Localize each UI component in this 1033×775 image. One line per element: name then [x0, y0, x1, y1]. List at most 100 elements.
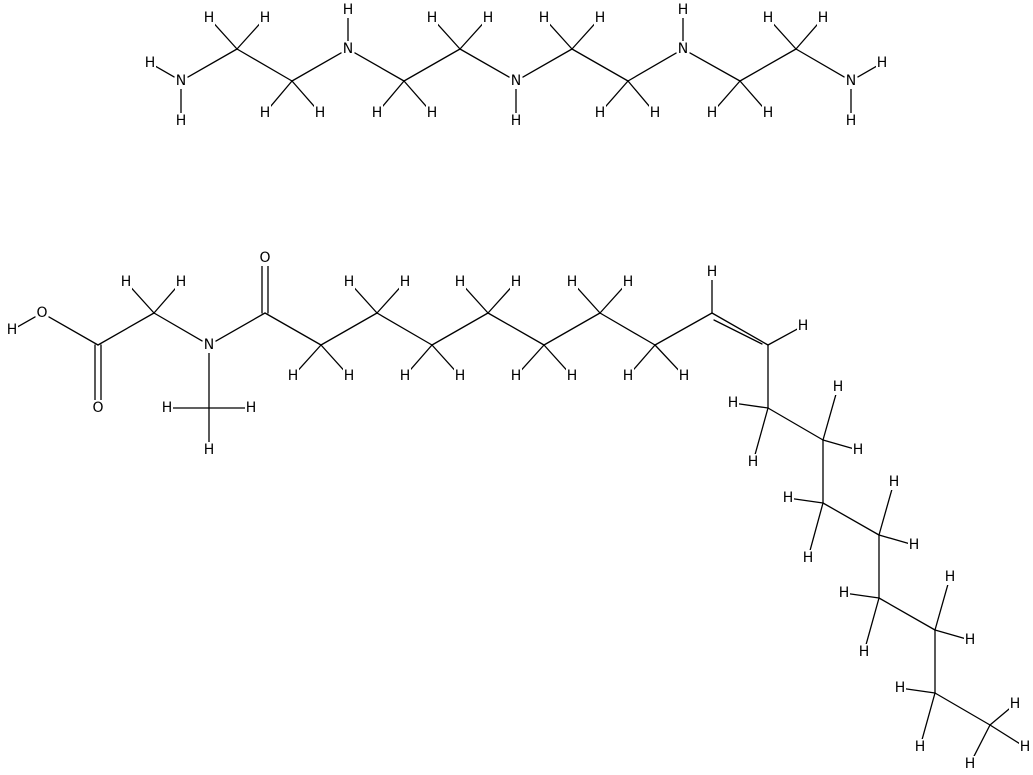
svg-text:H: H	[595, 10, 606, 26]
h-bond	[320, 344, 346, 373]
svg-text:H: H	[343, 2, 354, 18]
svg-text:N: N	[511, 73, 521, 89]
backbone-bond	[376, 312, 433, 346]
svg-text:H: H	[427, 105, 438, 121]
hydrogen-atom: H	[622, 368, 634, 384]
nitrogen-atom: N	[342, 41, 354, 57]
svg-text:H: H	[176, 113, 187, 129]
h-bond	[212, 21, 238, 50]
backbone-bond	[153, 312, 203, 342]
svg-text:H: H	[798, 318, 809, 334]
backbone-bond	[403, 48, 461, 82]
svg-text:H: H	[763, 105, 774, 121]
oxygen-atom: O	[36, 305, 48, 321]
svg-text:H: H	[678, 2, 689, 18]
h-bond	[767, 328, 799, 346]
h-bond	[972, 724, 991, 760]
h-bond	[519, 344, 545, 373]
svg-text:N: N	[204, 337, 214, 353]
hydrogen-atom: H	[144, 55, 156, 71]
h-bond	[878, 487, 894, 536]
h-bond	[487, 285, 513, 314]
hydrogen-atom: H	[852, 442, 864, 458]
hydrogen-atom: H	[566, 274, 578, 290]
h-bond	[543, 344, 569, 373]
hydrogen-atom: H	[287, 368, 299, 384]
svg-text:H: H	[288, 368, 299, 384]
h-bond	[864, 597, 880, 647]
hydrogen-atom: H	[454, 368, 466, 384]
hydrogen-atom: H	[706, 264, 718, 280]
svg-text:H: H	[344, 274, 355, 290]
h-bond	[989, 724, 1021, 745]
h-bond	[753, 407, 769, 457]
hydrogen-atom: H	[426, 105, 438, 121]
h-bond	[822, 439, 853, 450]
h-bond	[153, 285, 178, 314]
hydrogen-atom: H	[649, 105, 661, 121]
hydrogen-atom: H	[747, 454, 759, 470]
h-bond	[403, 80, 429, 110]
svg-text:H: H	[162, 400, 173, 416]
svg-text:H: H	[909, 537, 920, 553]
svg-text:H: H	[877, 55, 888, 71]
svg-text:H: H	[707, 105, 718, 121]
svg-text:H: H	[623, 368, 634, 384]
hydrogen-atom: H	[894, 680, 906, 696]
amide-bond	[215, 312, 266, 342]
hydrogen-atom: H	[914, 739, 926, 755]
backbone-bond	[795, 48, 845, 78]
h-bond	[920, 692, 936, 742]
hydrogen-atom: H	[399, 368, 411, 384]
backbone-bond	[767, 407, 824, 441]
svg-text:H: H	[511, 274, 522, 290]
svg-text:H: H	[7, 322, 18, 338]
backbone-bond	[627, 52, 677, 82]
svg-text:H: H	[400, 274, 411, 290]
svg-text:H: H	[511, 113, 522, 129]
hydrogen-atom: H	[120, 274, 132, 290]
hydrogen-atom: H	[245, 400, 257, 416]
hydrogen-atom: H	[727, 395, 739, 411]
svg-text:H: H	[846, 113, 857, 129]
svg-text:H: H	[260, 105, 271, 121]
svg-text:N: N	[846, 73, 856, 89]
svg-text:H: H	[833, 379, 844, 395]
hydrogen-atom: H	[832, 379, 844, 395]
nitrogen-atom: N	[175, 73, 187, 89]
h-bond	[154, 65, 175, 78]
backbone-bond	[654, 312, 713, 346]
hydrogen-atom: H	[858, 644, 870, 660]
hydrogen-atom: H	[161, 400, 173, 416]
hydrogen-atom: H	[454, 274, 466, 290]
hydrogen-atom: H	[203, 442, 215, 458]
svg-text:H: H	[176, 274, 187, 290]
h-bond	[738, 403, 769, 409]
svg-text:H: H	[315, 105, 326, 121]
svg-text:H: H	[763, 10, 774, 26]
backbone-bond	[487, 312, 545, 346]
svg-text:H: H	[965, 632, 976, 648]
hydrogen-atom: H	[510, 274, 522, 290]
backbone-bond	[97, 312, 155, 346]
hydrogen-atom: H	[343, 274, 355, 290]
alkene-double-bond	[713, 319, 763, 345]
svg-text:H: H	[1010, 696, 1021, 712]
svg-text:H: H	[889, 474, 900, 490]
svg-text:H: H	[595, 105, 606, 121]
h-bond	[296, 344, 322, 373]
h-bond	[822, 392, 838, 441]
svg-text:H: H	[915, 739, 926, 755]
hydrogen-atom: H	[426, 10, 438, 26]
h-bond	[739, 80, 765, 110]
h-bond	[905, 688, 936, 694]
hydrogen-atom: H	[482, 10, 494, 26]
hydrogen-atom: H	[1019, 739, 1031, 755]
svg-text:N: N	[678, 41, 688, 57]
backbone-bond	[236, 48, 293, 82]
hydrogen-atom: H	[944, 569, 956, 585]
svg-text:H: H	[400, 368, 411, 384]
backbone-bond	[459, 48, 510, 78]
hydrogen-atom: H	[964, 632, 976, 648]
svg-text:H: H	[945, 569, 956, 585]
